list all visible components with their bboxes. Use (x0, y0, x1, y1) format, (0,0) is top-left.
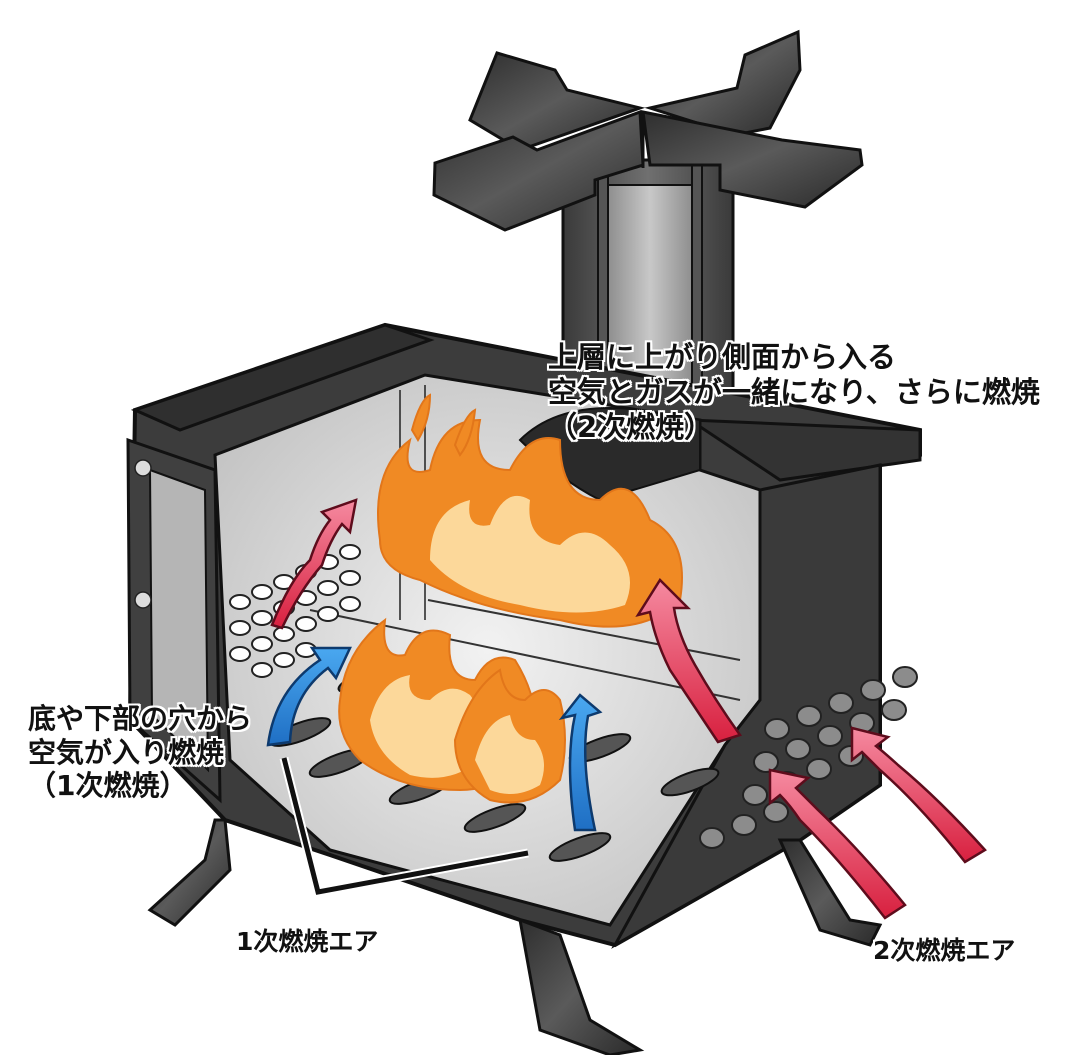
secondary-air-arrow-left (270, 498, 358, 630)
secondary-combustion-line1: 上層に上がり側面から入る (548, 340, 897, 374)
secondary-combustion-line3: （2次燃焼） (548, 409, 714, 444)
secondary-combustion-label: 上層に上がり側面から入る 空気とガスが一緒になり、さらに燃焼 （2次燃焼） (548, 340, 1040, 444)
secondary-air-arrow-outer-upper (850, 726, 987, 864)
primary-combustion-line1: 底や下部の穴から (28, 702, 253, 735)
primary-air-arrow-right (558, 693, 603, 832)
primary-air-caption: 1次燃焼エア (236, 927, 379, 956)
secondary-air-arrows (270, 498, 987, 920)
lower-flames (338, 617, 566, 804)
right-perforated-wall (699, 666, 918, 849)
secondary-air-caption: 2次燃焼エア (873, 936, 1016, 965)
secondary-air-arrow-inner-right (635, 578, 743, 744)
secondary-air-arrow-outer-lower (768, 768, 907, 920)
primary-combustion-line2: 空気が入り燃焼 (28, 735, 225, 769)
primary-combustion-label: 底や下部の穴から 空気が入り燃焼 （1次燃焼） (28, 702, 252, 803)
primary-air-callout-lines (279, 756, 529, 898)
pot-support-cross (432, 29, 864, 232)
secondary-combustion-line2: 空気とガスが一緒になり、さらに燃焼 (548, 374, 1040, 409)
primary-combustion-line3: （1次燃焼） (28, 769, 188, 803)
primary-air-arrows (266, 646, 603, 832)
stove-legs (147, 818, 883, 1055)
primary-air-arrow-left (266, 646, 352, 747)
upper-flames (377, 393, 683, 628)
